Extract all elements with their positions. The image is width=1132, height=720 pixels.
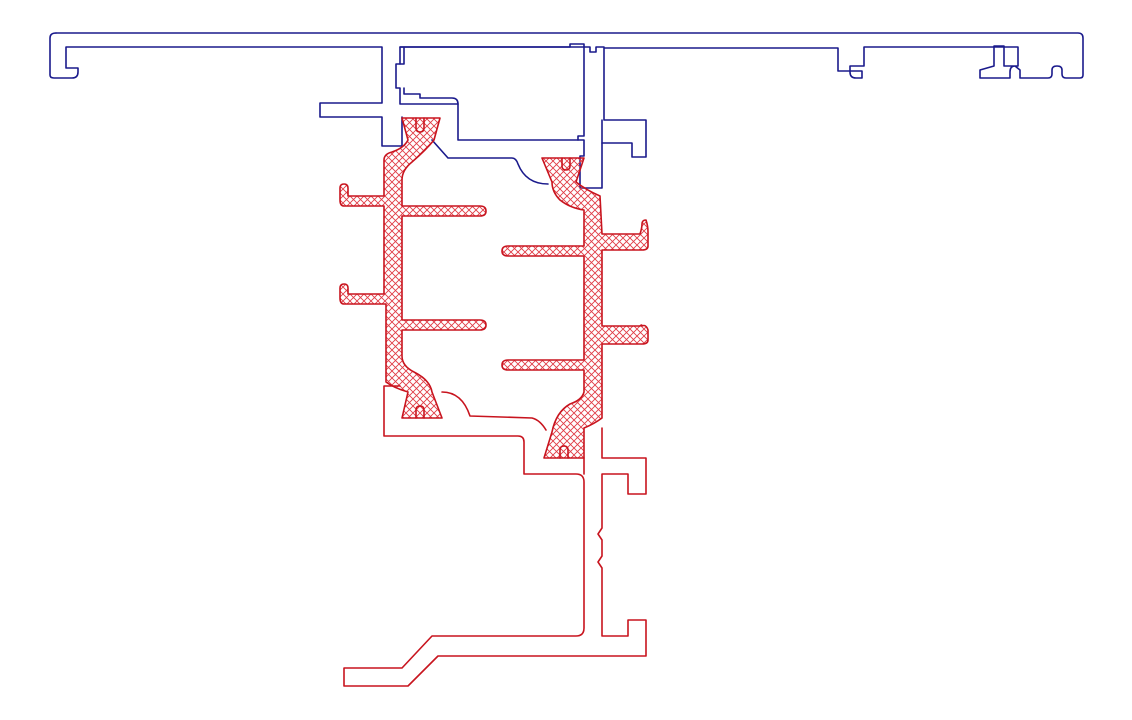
lower-left-box-outline [343, 385, 647, 687]
upper-chamber-outline [399, 43, 585, 141]
lower-frame-profile [343, 385, 647, 687]
lower-joint-curve [441, 391, 547, 431]
top-rail-outline [55, 32, 1084, 189]
left-hook-outline [49, 32, 403, 147]
right-bar-top-notch [561, 157, 571, 171]
left-bar-bottom-notch [415, 405, 425, 419]
right-insulator-bar [501, 157, 649, 459]
left-insulator-bar [339, 117, 487, 419]
thermal-break-insulator [339, 117, 649, 459]
right-bar-bottom-notch [559, 445, 569, 459]
left-bar-top-notch [415, 117, 425, 133]
joint-line-outline [431, 139, 549, 185]
upper-frame-profile [49, 32, 1084, 189]
